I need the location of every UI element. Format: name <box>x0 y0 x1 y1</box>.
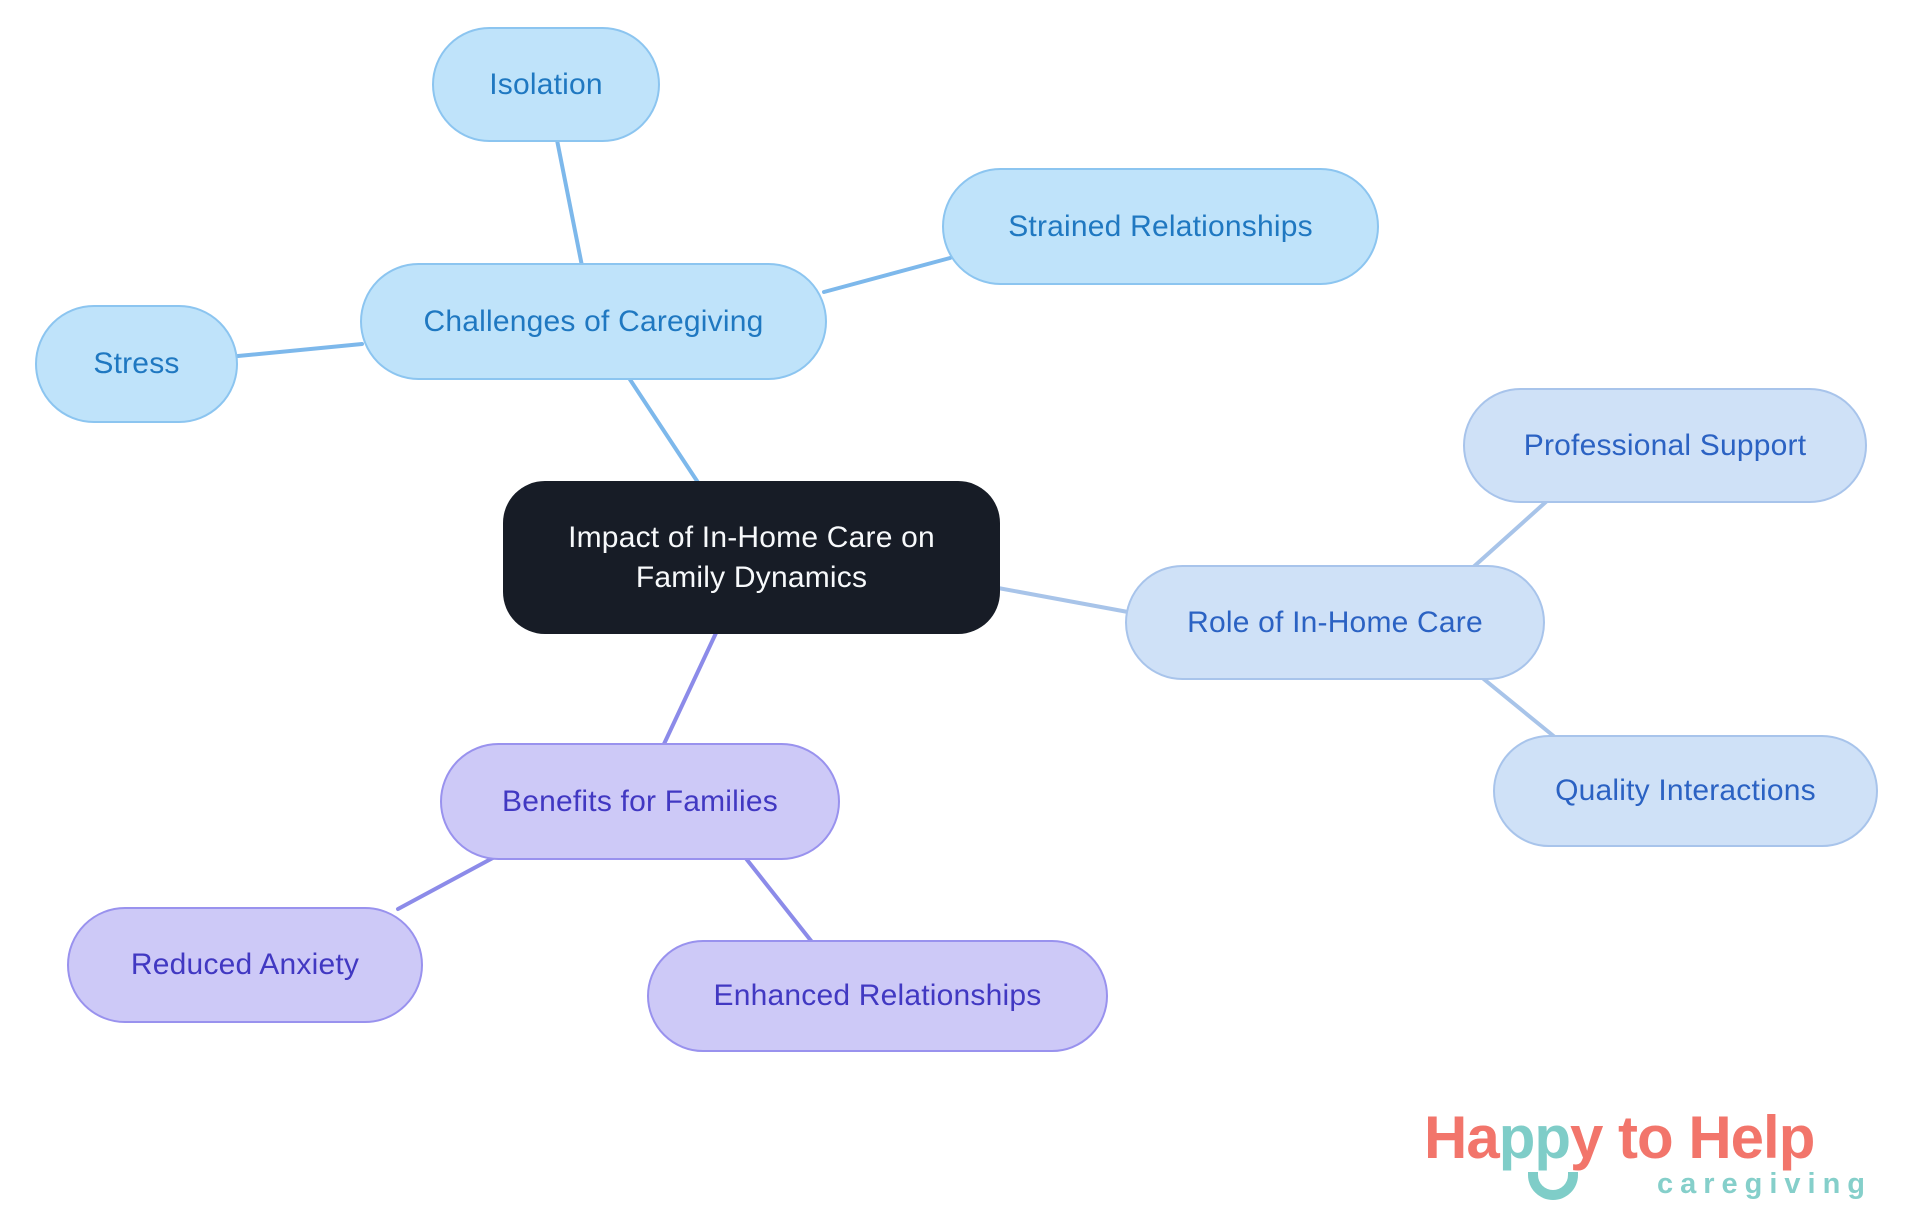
edge-role-quality <box>1478 674 1558 740</box>
edge-benefits-enhanced <box>742 854 814 944</box>
node-label: Strained Relationships <box>1008 209 1313 243</box>
node-challenges-of-caregiving[interactable]: Challenges of Caregiving <box>360 263 827 380</box>
brand-tagline: caregiving <box>1656 1168 1872 1200</box>
node-role-of-in-home-care[interactable]: Role of In-Home Care <box>1125 565 1545 680</box>
node-professional-support[interactable]: Professional Support <box>1463 388 1867 503</box>
edge-role-professional <box>1468 498 1550 572</box>
node-central-topic[interactable]: Impact of In-Home Care on Family Dynamic… <box>503 481 1000 634</box>
node-isolation[interactable]: Isolation <box>432 27 660 142</box>
edge-benefits-reduced <box>396 851 504 911</box>
node-label: Benefits for Families <box>502 784 778 818</box>
node-stress[interactable]: Stress <box>35 305 238 423</box>
node-label: Professional Support <box>1523 428 1807 462</box>
node-label: Stress <box>93 347 180 380</box>
node-label: Challenges of Caregiving <box>423 304 764 338</box>
node-benefits-for-families[interactable]: Benefits for Families <box>440 743 840 860</box>
node-label: Enhanced Relationships <box>713 979 1042 1012</box>
node-label: Quality Interactions <box>1555 774 1816 807</box>
node-quality-interactions[interactable]: Quality Interactions <box>1493 735 1878 847</box>
node-strained-relationships[interactable]: Strained Relationships <box>942 168 1379 285</box>
edge-challenges-stress <box>236 342 364 358</box>
smile-icon <box>1528 1172 1578 1200</box>
node-reduced-anxiety[interactable]: Reduced Anxiety <box>67 907 423 1023</box>
brand-text-ha: Ha <box>1424 1104 1500 1171</box>
brand-logo: Happy to Help caregiving <box>1424 1108 1872 1212</box>
edge-challenges-strained <box>822 256 952 294</box>
brand-text-pp: pp <box>1498 1104 1571 1171</box>
node-label: Reduced Anxiety <box>130 948 360 981</box>
edge-challenges-isolation <box>555 138 584 268</box>
node-label: Role of In-Home Care <box>1187 605 1483 639</box>
node-label: Impact of In-Home Care on Family Dynamic… <box>568 520 935 594</box>
edge-center-role <box>996 586 1130 614</box>
edge-center-benefits <box>662 631 718 746</box>
brand-text-y-to-help: y to Help <box>1570 1104 1815 1171</box>
edge-center-challenges <box>627 376 701 486</box>
node-enhanced-relationships[interactable]: Enhanced Relationships <box>647 940 1108 1052</box>
node-label: Isolation <box>489 67 603 101</box>
brand-wordmark: Happy to Help <box>1424 1108 1872 1168</box>
